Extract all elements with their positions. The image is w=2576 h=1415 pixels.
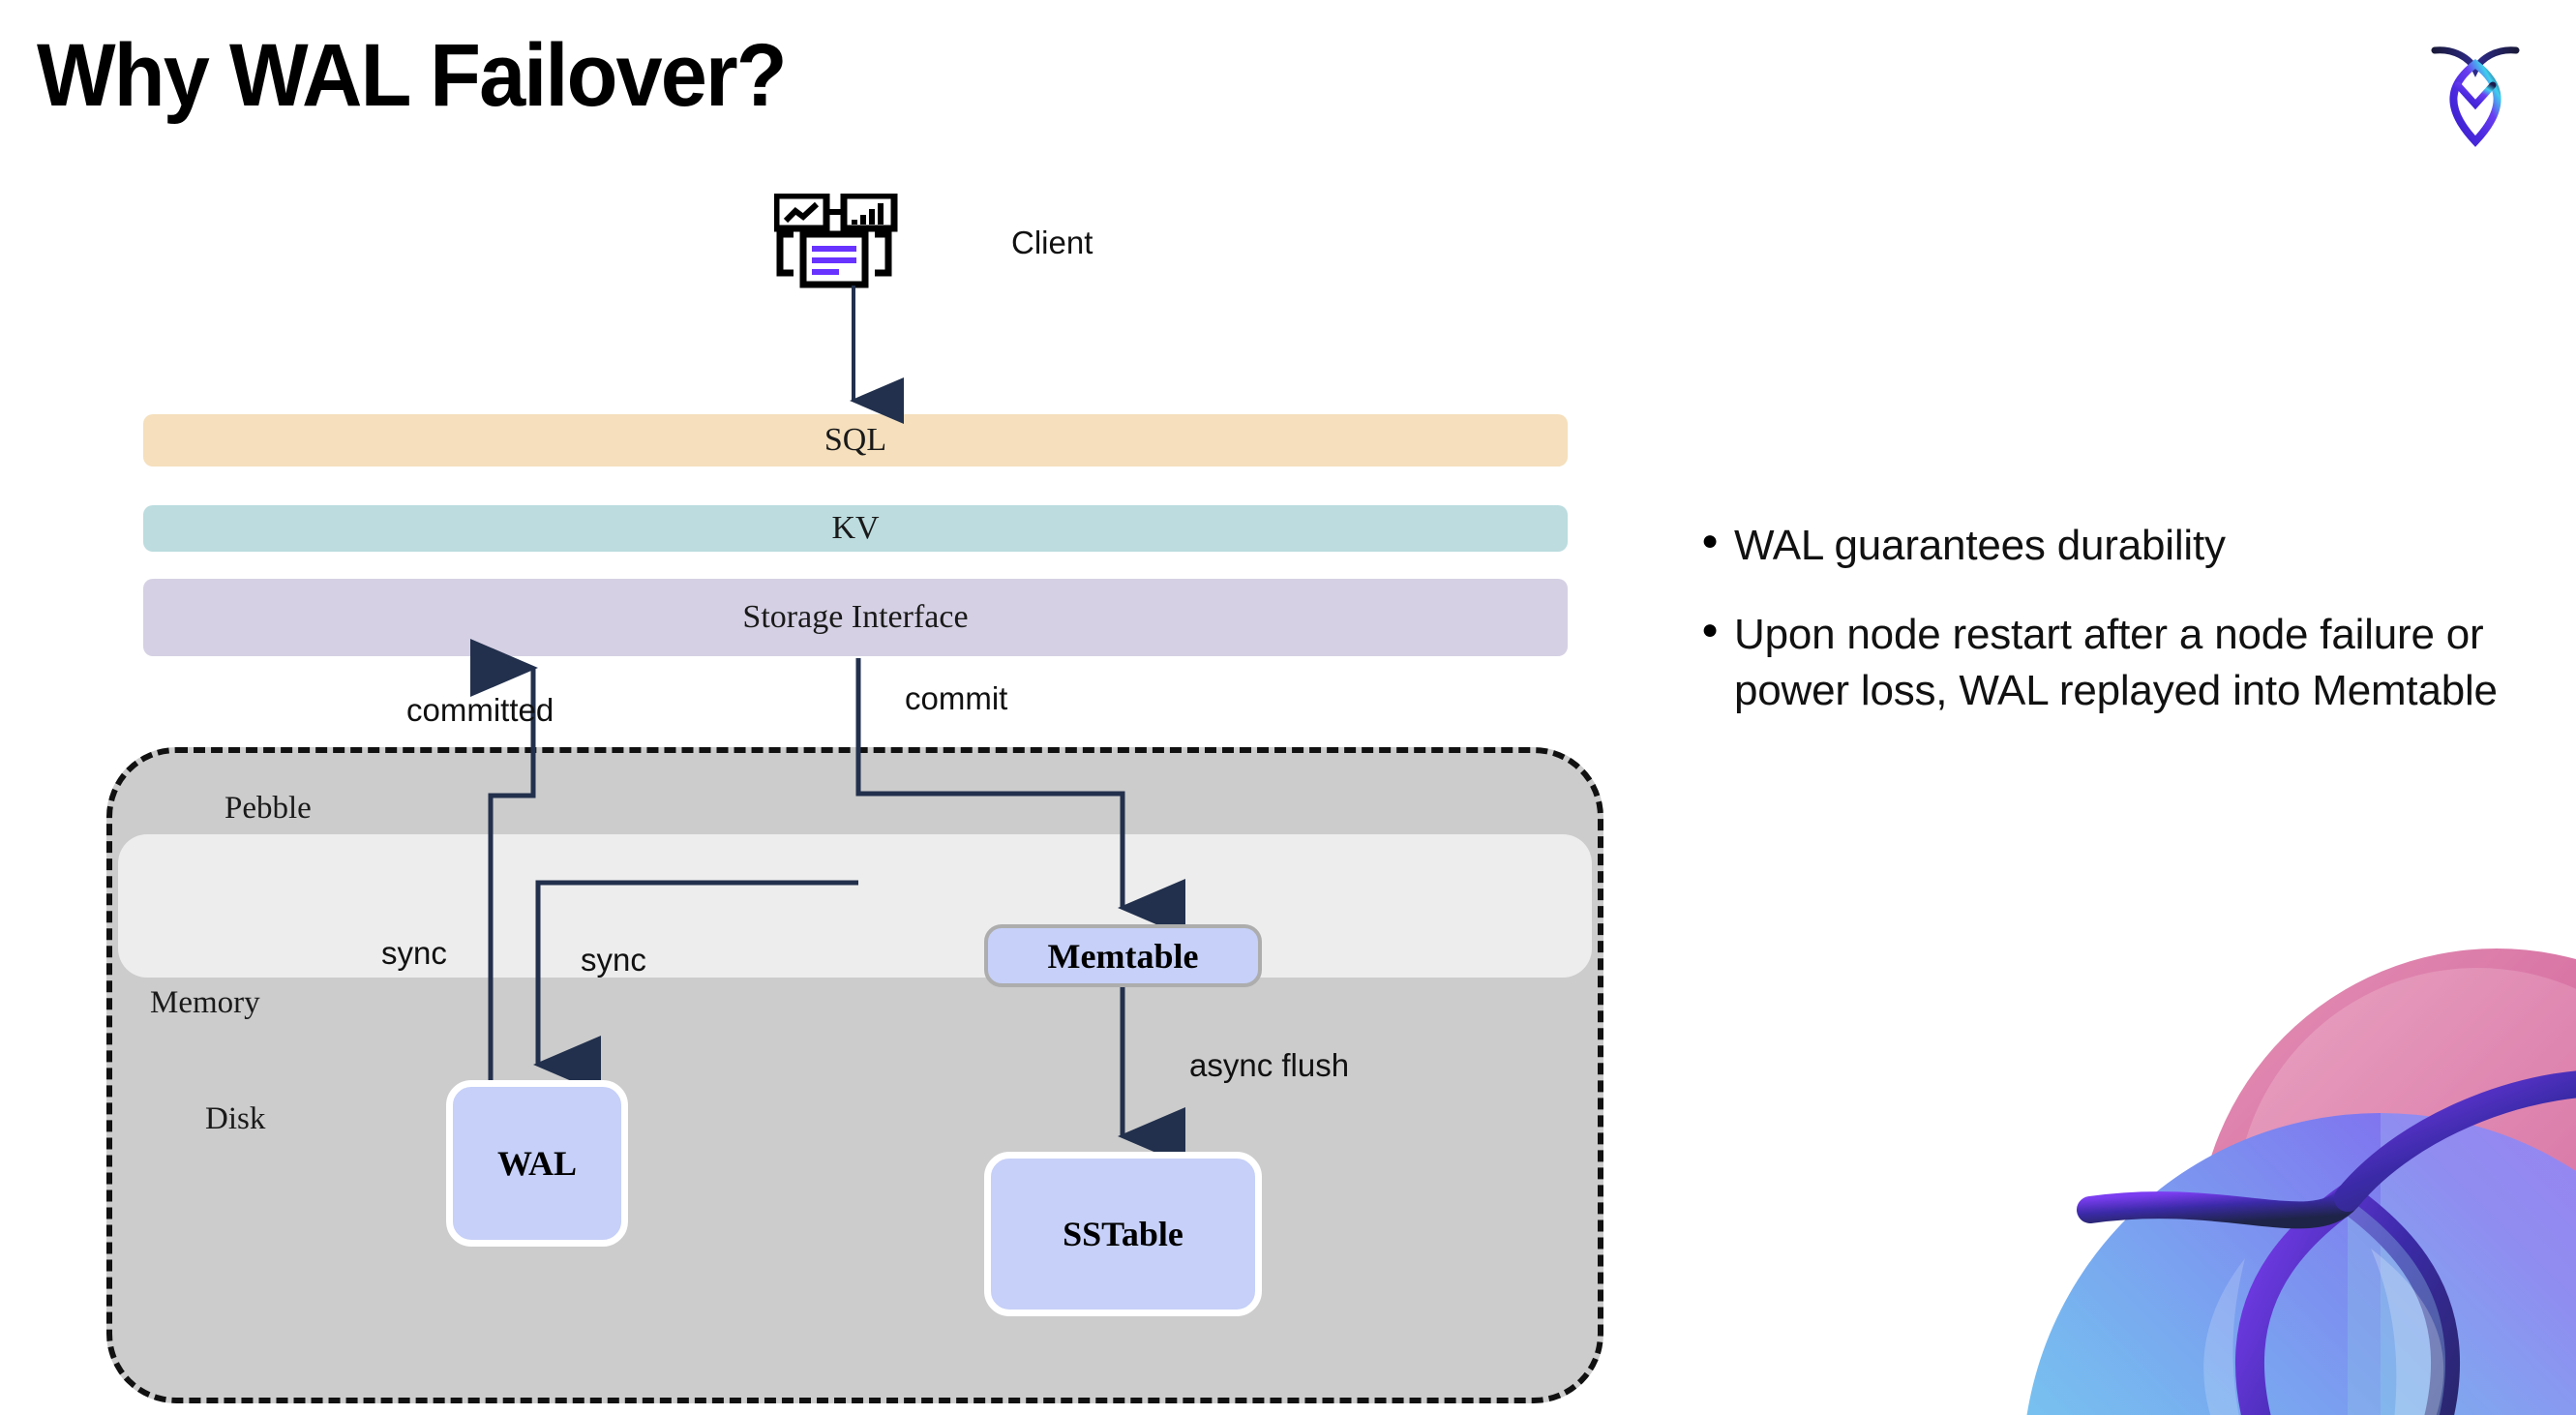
edge-label-sync-left: sync: [381, 935, 447, 971]
bullet-text: WAL guarantees durability: [1734, 522, 2226, 569]
page-title: Why WAL Failover?: [37, 26, 788, 125]
layer-bar-sql: SQL: [143, 414, 1568, 467]
edge-label-async-flush: async flush: [1189, 1047, 1350, 1083]
node-wal: WAL: [446, 1080, 628, 1247]
bullet-text: Upon node restart after a node failure o…: [1734, 611, 2498, 715]
edge-label-committed: committed: [406, 692, 554, 728]
memory-label: Memory: [150, 985, 260, 1020]
layer-bar-kv: KV: [143, 505, 1568, 552]
architecture-diagram: Client SQL KV Storage Interface Pebble M…: [106, 192, 1603, 1403]
memory-region: [118, 834, 1592, 978]
edge-label-commit: commit: [905, 680, 1008, 716]
pebble-label: Pebble: [225, 791, 312, 826]
layer-bar-storage-interface: Storage Interface: [143, 579, 1568, 656]
bullet-marker-icon: ●: [1701, 614, 1720, 647]
disk-label: Disk: [205, 1101, 266, 1136]
node-memtable: Memtable: [984, 924, 1262, 987]
bullet-list: ● WAL guarantees durability ● Upon node …: [1701, 518, 2504, 752]
node-sstable: SSTable: [984, 1152, 1262, 1316]
edge-label-sync-right: sync: [581, 942, 646, 978]
bullet-marker-icon: ●: [1701, 525, 1720, 557]
list-item: ● Upon node restart after a node failure…: [1701, 607, 2504, 719]
client-label: Client: [1011, 225, 1093, 260]
list-item: ● WAL guarantees durability: [1701, 518, 2504, 574]
cockroachdb-logo-icon: [2417, 35, 2533, 151]
client-dashboard-icon: [772, 192, 929, 300]
corner-artwork: [1955, 929, 2576, 1415]
